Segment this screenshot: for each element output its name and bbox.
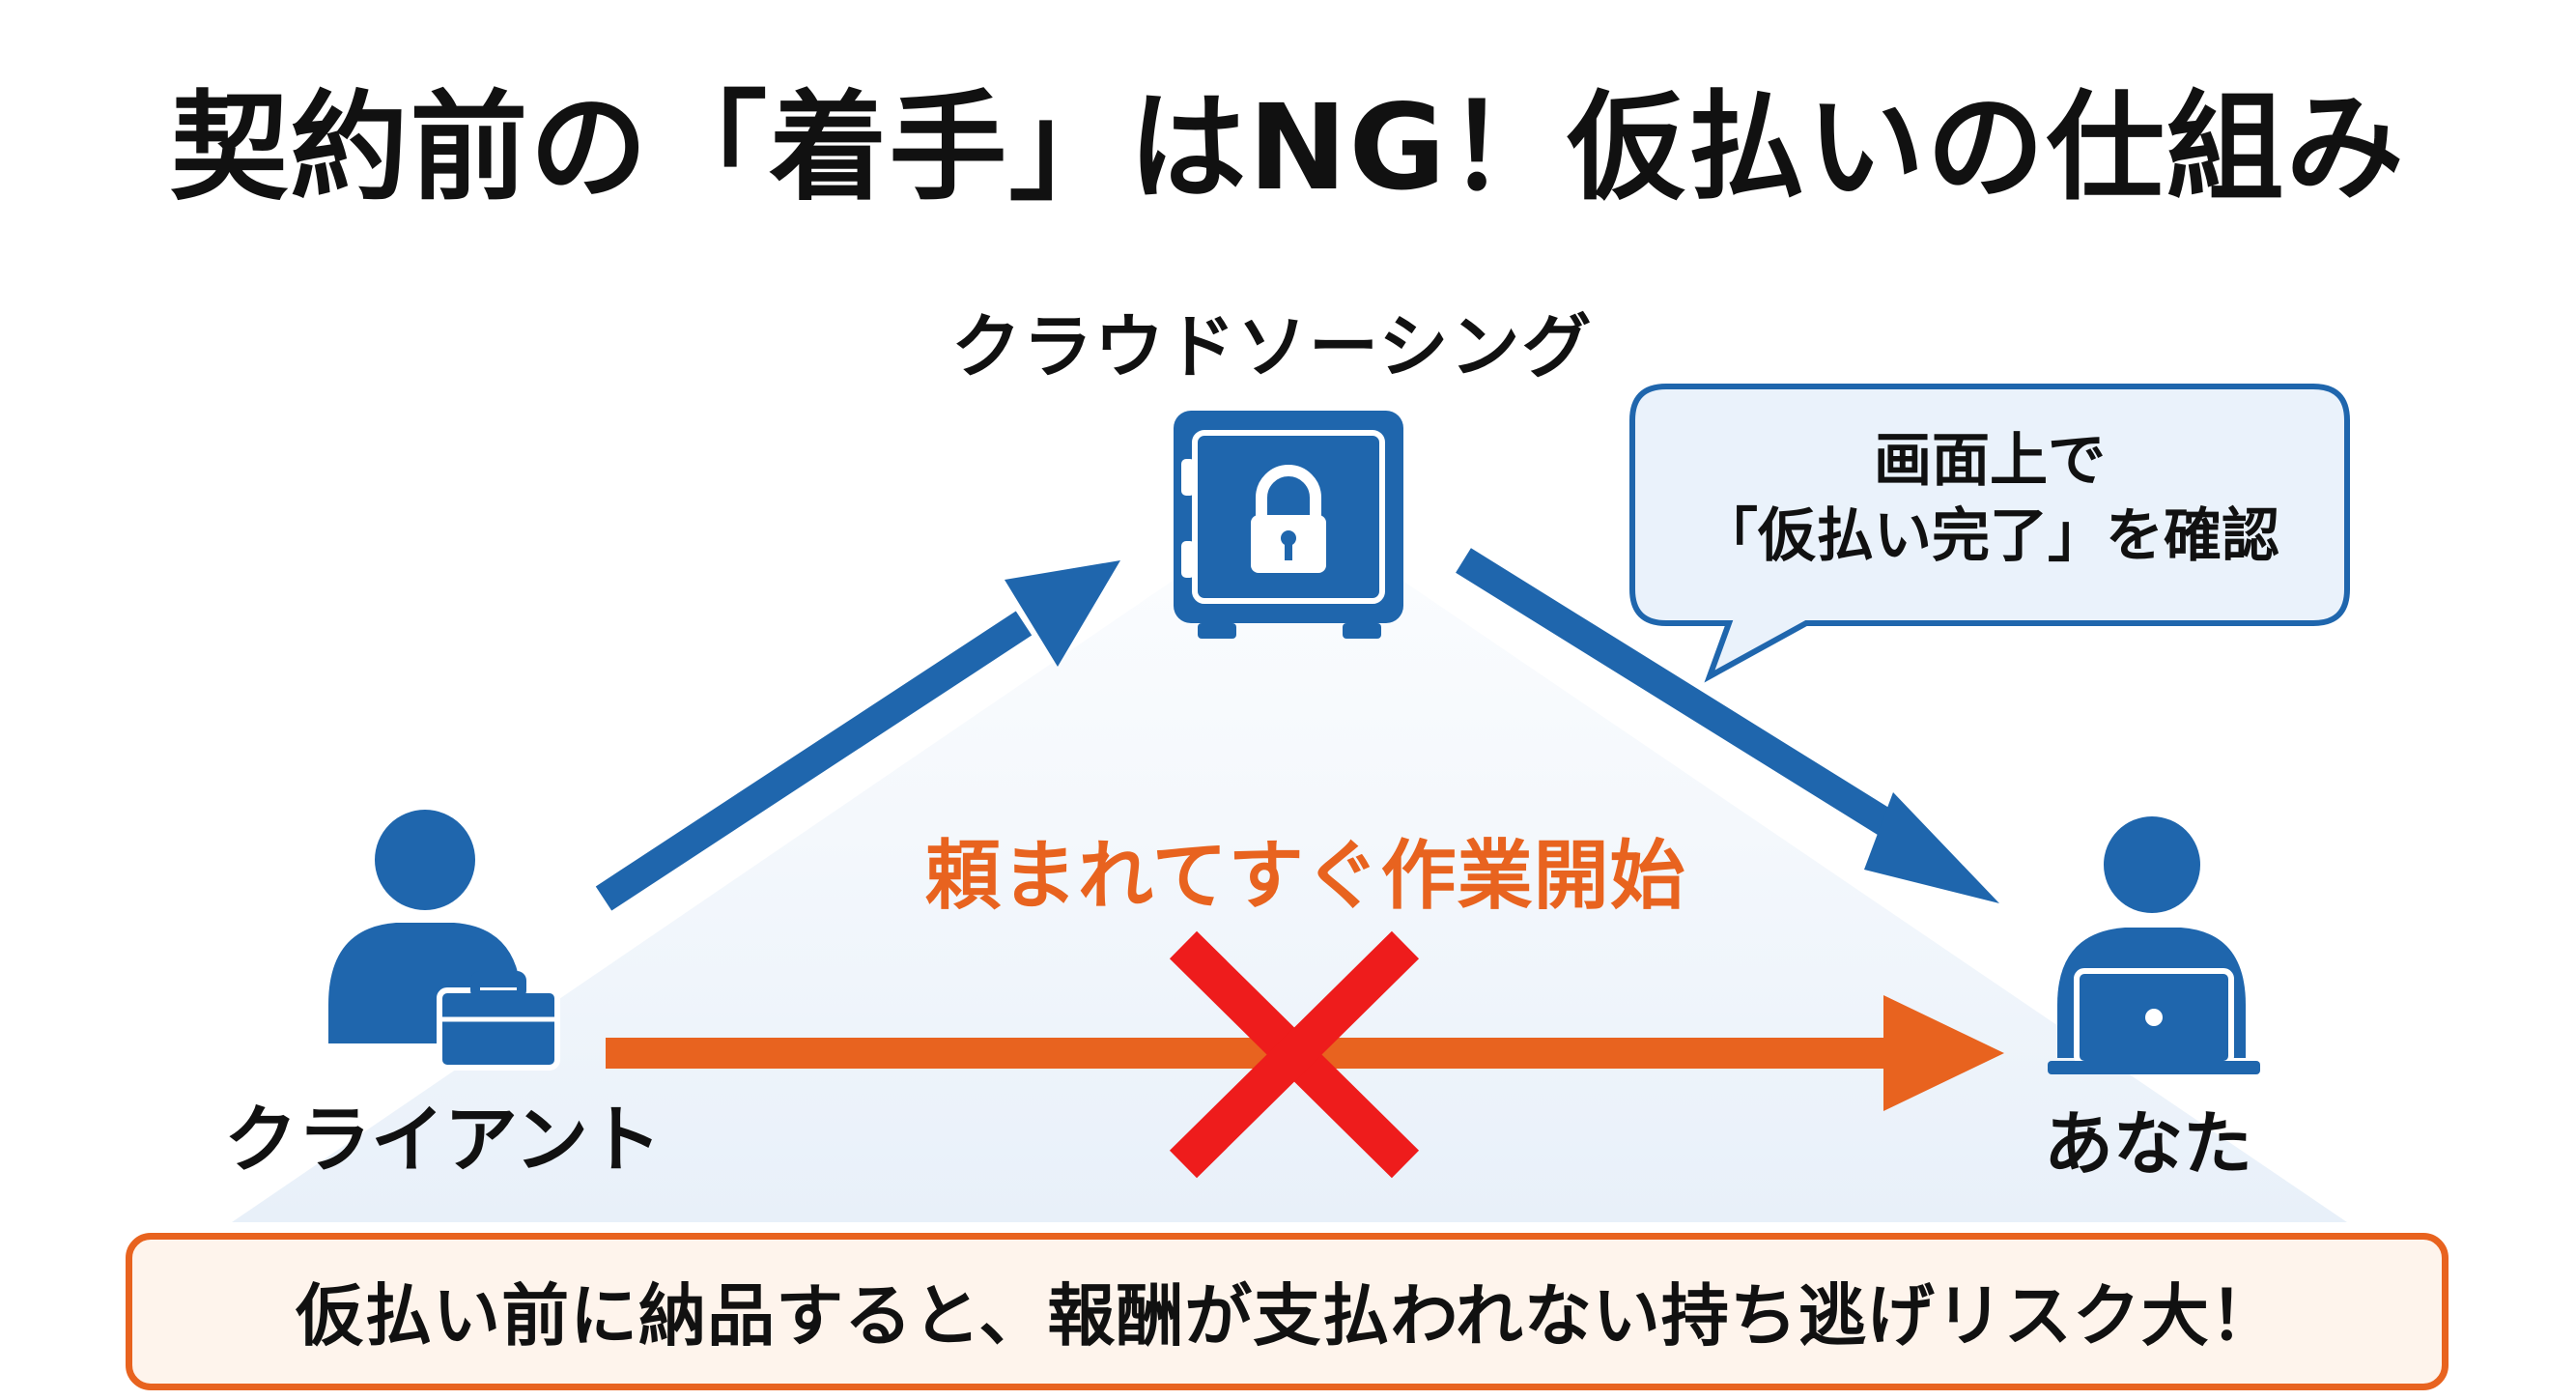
cross-mark-icon xyxy=(1169,930,1420,1179)
businessperson-briefcase-icon xyxy=(328,810,560,1071)
crowdsourcing-label: クラウドソーシング xyxy=(951,306,1594,387)
client-label: クライアント xyxy=(224,1097,662,1183)
callout-line-2: 「仮払い完了」を確認 xyxy=(1700,502,2279,570)
you-label: あなた xyxy=(2044,1103,2253,1185)
callout-line-1: 画面上で xyxy=(1874,427,2106,495)
warning-text: 仮払い前に納品すると、報酬が支払われない持ち逃げリスク大！ xyxy=(296,1276,2279,1356)
arrow-client-to-crowdsourcing xyxy=(595,560,1120,911)
person-laptop-icon xyxy=(2048,816,2260,1074)
page-title: 契約前の「着手」はNG！仮払いの仕組み xyxy=(170,79,2406,216)
safe-lock-icon xyxy=(1174,411,1403,639)
ng-flow-label: 頼まれてすぐ作業開始 xyxy=(925,833,1686,920)
callout-bubble xyxy=(1629,384,2350,683)
callout-text: 画面上で 「仮払い完了」を確認 xyxy=(1642,423,2337,574)
arrow-direct-ng xyxy=(606,995,2004,1111)
warning-banner: 仮払い前に納品すると、報酬が支払われない持ち逃げリスク大！ xyxy=(126,1233,2449,1390)
arrow-crowdsourcing-to-you xyxy=(1456,548,1999,903)
